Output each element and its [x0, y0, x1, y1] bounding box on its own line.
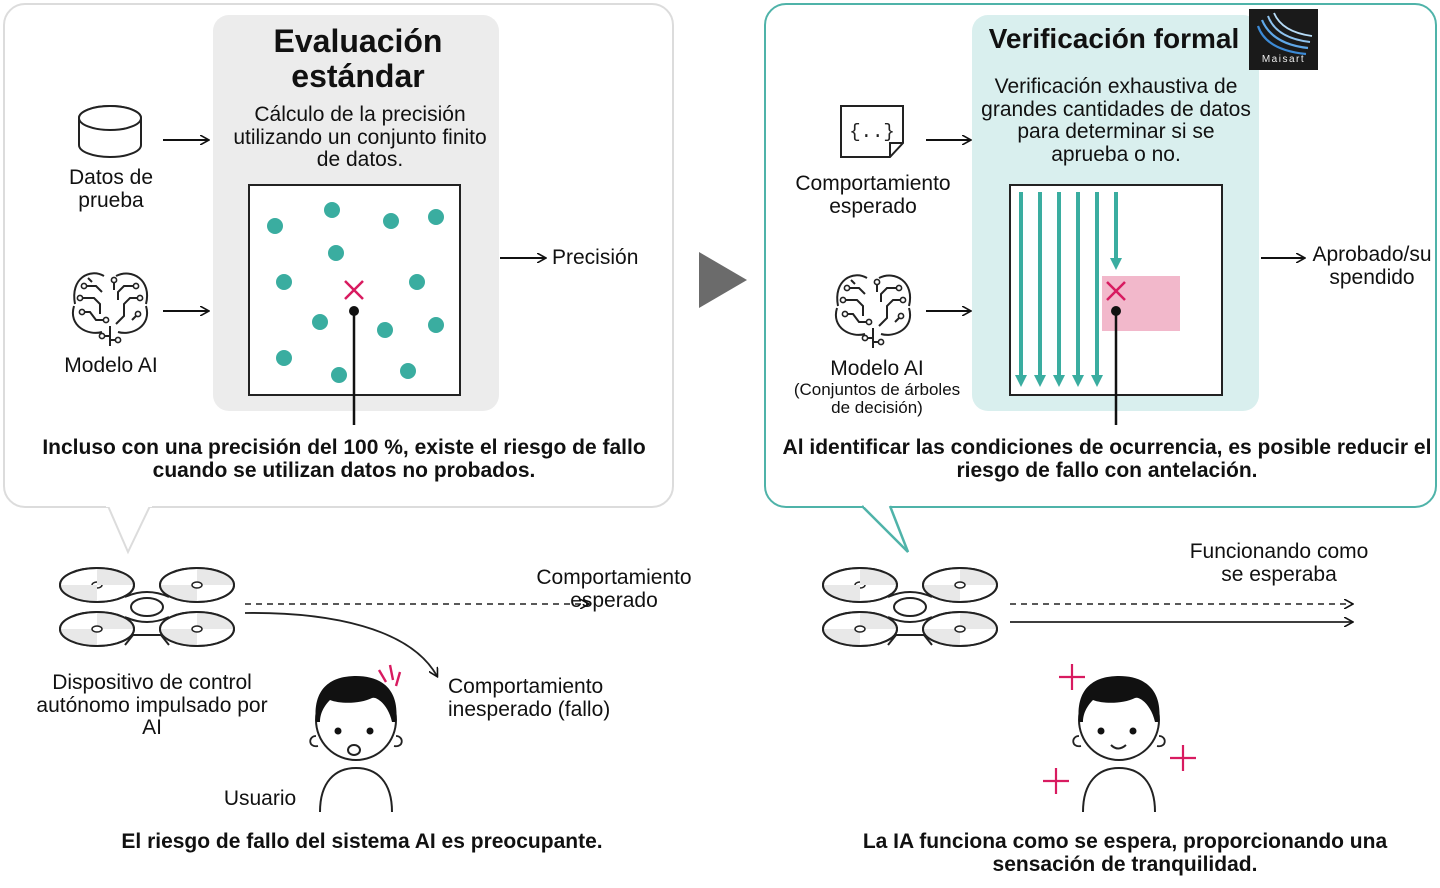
exhaustive-scan-arrows	[1015, 192, 1122, 387]
ai-model-brain-icon	[71, 272, 149, 347]
right-conclusion: La IA funciona como se espera, proporcio…	[862, 830, 1388, 876]
worried-user-icon	[309, 664, 403, 813]
happy-user-icon	[1072, 676, 1166, 813]
data-point	[267, 218, 283, 234]
standard-evaluation-caption: Incluso con una precisión del 100 %, exi…	[42, 436, 646, 482]
unexpected-behavior-arrow	[244, 612, 437, 676]
data-point	[276, 274, 292, 290]
data-point	[383, 213, 399, 229]
working-as-expected-label: Funcionando como se esperaba	[1189, 540, 1369, 586]
left-bubble-tail	[108, 506, 150, 552]
svg-text:{..}: {..}	[849, 121, 895, 143]
autonomous-drone-icon	[59, 567, 235, 647]
user-label: Usuario	[223, 787, 297, 810]
code-document-icon: {..}	[840, 105, 904, 158]
data-point	[400, 363, 416, 379]
data-point	[328, 245, 344, 261]
data-point	[377, 322, 393, 338]
data-point	[409, 274, 425, 290]
standard-evaluation-description: Cálculo de la precisión utilizando un co…	[233, 103, 487, 172]
pass-fail-label: Aprobado/suspendido	[1312, 243, 1432, 289]
unexpected-behavior-label: Comportamiento inesperado (fallo)	[448, 675, 611, 721]
autonomous-drone-icon-right	[822, 567, 998, 647]
database-icon	[78, 105, 142, 158]
precision-label: Precisión	[552, 246, 639, 269]
left-conclusion: El riesgo de fallo del sistema AI es pre…	[121, 830, 603, 853]
expected-behavior-label: Comportamiento esperado	[795, 172, 951, 218]
transition-arrow-icon	[699, 252, 747, 308]
sparkle-icon	[1043, 664, 1196, 794]
formal-verification-description: Verificación exhaustiva de grandes canti…	[981, 75, 1251, 167]
detected-failure-cross-icon	[1106, 281, 1126, 301]
ai-model-label: Modelo AI	[64, 354, 158, 377]
maisart-logo	[1249, 9, 1318, 70]
data-point	[312, 314, 328, 330]
standard-evaluation-title: Evaluación estándar	[273, 23, 443, 94]
data-point	[331, 367, 347, 383]
data-point	[428, 209, 444, 225]
untested-failure-cross-icon	[344, 280, 364, 300]
sample-data-points	[267, 202, 444, 383]
maisart-logo-text: Maisart	[1261, 54, 1306, 65]
decision-tree-ensembles-label: (Conjuntos de árboles de decisión)	[793, 380, 961, 418]
formal-verification-title: Verificación formal	[988, 23, 1240, 54]
failure-region	[1102, 276, 1180, 331]
data-point	[276, 350, 292, 366]
ai-model-brain-icon-right	[834, 274, 912, 349]
test-data-label: Datos de prueba	[68, 166, 154, 212]
autonomous-device-label: Dispositivo de control autónomo impulsad…	[36, 671, 268, 740]
formal-verification-caption: Al identificar las condiciones de ocurre…	[782, 436, 1432, 482]
expected-behavior-outcome-label: Comportamiento esperado	[536, 566, 692, 612]
data-point	[324, 202, 340, 218]
ai-model-label-right: Modelo AI	[830, 357, 924, 380]
data-point	[428, 317, 444, 333]
